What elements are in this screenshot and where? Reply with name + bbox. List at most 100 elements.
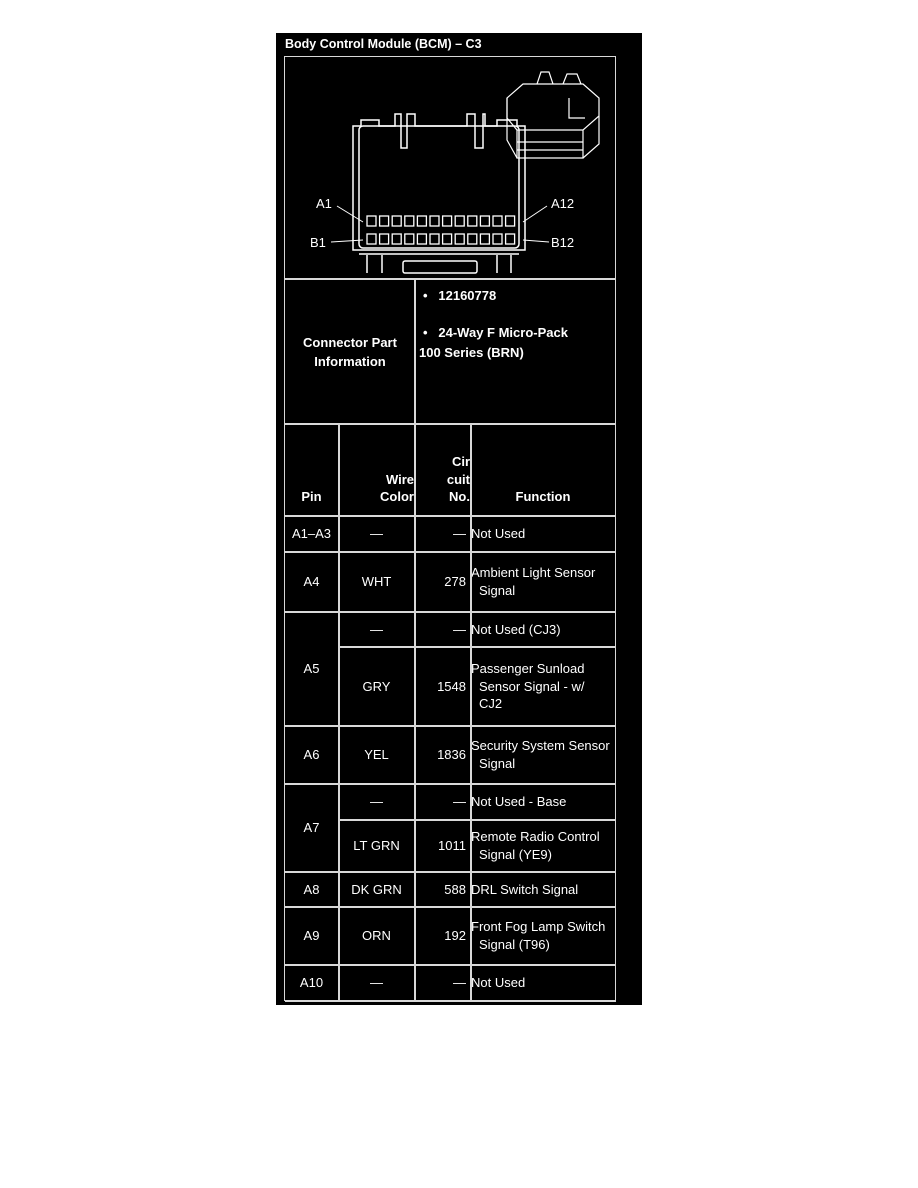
column-divider (470, 516, 472, 552)
table-cell-pin: A6 (303, 747, 320, 763)
pin-label-a12: A12 (551, 196, 574, 211)
row-divider (338, 871, 616, 873)
pin-cavity (416, 215, 428, 227)
table-cell-wire-color: GRY (362, 678, 391, 694)
row-divider (338, 725, 616, 727)
column-divider (470, 820, 472, 872)
function-line: Passenger Sunload (471, 661, 585, 677)
table-cell-circuit: 1548 (437, 678, 466, 694)
pin-cavity (378, 233, 390, 245)
column-divider (470, 784, 472, 820)
function-line: CJ2 (479, 696, 503, 712)
table-cell-wire-color: WHT (361, 574, 392, 590)
column-divider (338, 907, 340, 965)
column-divider (470, 612, 472, 647)
row-divider (338, 646, 616, 648)
table-cell-circuit: — (453, 975, 466, 991)
table-cell-pin: A1–A3 (291, 526, 332, 542)
header-circuit-no: Cir cuit No. (415, 424, 470, 516)
table-cell-wire-color: — (370, 975, 383, 991)
pin-cavity (467, 233, 478, 245)
column-divider (414, 516, 416, 552)
column-divider (338, 552, 340, 612)
column-divider (414, 872, 416, 907)
column-divider (470, 424, 472, 516)
function-line: DRL Switch Signal (471, 881, 579, 897)
column-divider (338, 612, 340, 726)
connector-part-info-label: Connector Part Information (303, 334, 397, 370)
row-divider (338, 819, 616, 821)
table-cell-wire-color: DK GRN (351, 881, 402, 897)
column-divider (414, 612, 416, 647)
table-cell-pin: A9 (303, 928, 320, 944)
column-divider (470, 552, 472, 612)
column-divider (338, 872, 340, 907)
header-circuit-line2: cuit (446, 471, 470, 487)
pin-cavity (454, 233, 465, 245)
table-cell-pin: A4 (303, 574, 320, 590)
header-pin: Pin (301, 489, 322, 505)
header-function: Function (515, 489, 571, 505)
column-divider (338, 424, 340, 516)
pin-cavity (467, 215, 478, 227)
column-divider (414, 726, 416, 784)
pin-cavity (391, 215, 402, 227)
header-circuit-line1: Cir (451, 454, 470, 470)
column-divider (338, 516, 340, 552)
function-line: Signal (479, 756, 516, 771)
connector-description-item: • 24-Way F Micro-Pack (423, 325, 568, 340)
connector-description-line1: 24-Way F Micro-Pack (438, 325, 568, 340)
table-cell-circuit: 588 (444, 881, 466, 897)
connector-document: Body Control Module (BCM) – C3 A1 A12 B1… (276, 33, 642, 1005)
part-number-item: • 12160778 (423, 288, 497, 303)
row-divider (338, 783, 616, 785)
table-cell-pin: A7 (303, 820, 320, 836)
column-divider (470, 965, 472, 1001)
table-cell-circuit: — (453, 794, 466, 810)
pin-cavity (454, 215, 465, 227)
function-line: Not Used - Base (471, 794, 567, 810)
column-divider (338, 784, 340, 872)
table-cell-wire-color: — (370, 526, 383, 542)
column-divider (338, 965, 340, 1001)
table-cell-wire-color: — (370, 621, 383, 637)
table-cell-wire-color: — (370, 794, 383, 810)
column-divider (414, 820, 416, 872)
function-line: Not Used (471, 975, 526, 991)
pin-label-b12: B12 (551, 235, 574, 250)
pin-cavity (441, 215, 453, 227)
pin-cavity (479, 215, 491, 227)
pin-cavity (391, 233, 402, 245)
table-cell-circuit: 1836 (437, 747, 466, 763)
function-line: Not Used (471, 526, 526, 542)
table-cell-function: Not Used (471, 516, 615, 552)
document-title: Body Control Module (BCM) – C3 (285, 37, 482, 51)
table-cell-circuit: 1011 (438, 838, 466, 854)
pin-cavity (404, 233, 415, 245)
column-divider (470, 647, 472, 726)
table-cell-wire-color: ORN (362, 928, 391, 944)
function-line: Ambient Light Sensor (471, 565, 596, 581)
column-divider (414, 424, 416, 516)
function-line: Not Used (CJ3) (471, 621, 561, 637)
function-line: Security System Sensor (471, 738, 610, 754)
column-divider (470, 726, 472, 784)
pin-cavity (416, 233, 428, 245)
table-cell-circuit: — (453, 621, 466, 637)
row-divider (338, 1000, 616, 1002)
pin-cavity (492, 215, 503, 227)
table-cell-pin: A5 (303, 661, 320, 677)
header-wire-line2: Color (380, 489, 414, 505)
function-line: Remote Radio Control (471, 829, 600, 845)
function-line: Signal (T96) (479, 937, 550, 952)
column-divider (414, 907, 416, 965)
table-cell-circuit: 192 (444, 928, 466, 944)
row-divider (338, 611, 616, 613)
pin-cavity (479, 233, 491, 245)
table-cell-function: Not Used (471, 965, 615, 1001)
function-line: Signal (YE9) (479, 847, 552, 862)
column-divider (470, 872, 472, 907)
